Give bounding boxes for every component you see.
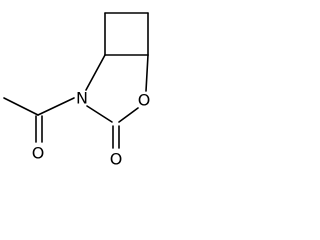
structural-formula: N O O O [3,12,151,169]
bond-n-acetyl-c [37,97,75,116]
atom-label-carbonyl-oxygen: O [110,150,123,169]
bond-c1-n [85,54,106,91]
atom-label-ring-oxygen: O [138,91,151,110]
bond-c2-o [145,54,149,92]
atom-label-acetyl-oxygen: O [32,144,45,163]
bond-o-carbonyl [118,107,139,123]
atom-label-nitrogen: N [76,89,88,108]
bond-n-carbonyl [86,105,113,123]
bond-acetyl-methyl [3,97,39,116]
